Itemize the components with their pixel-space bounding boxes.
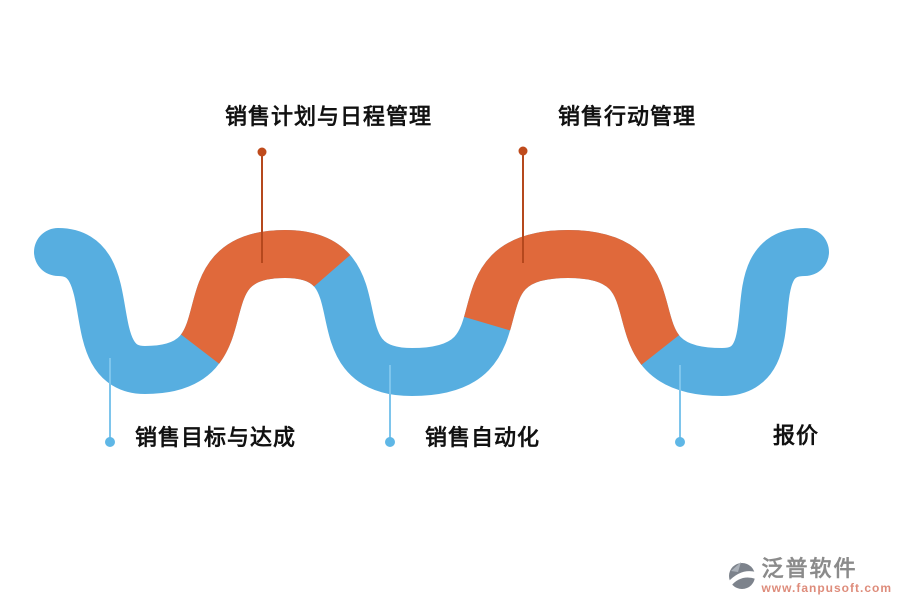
blue-leader-dot bbox=[675, 437, 685, 447]
fanpu-logo-icon bbox=[728, 562, 757, 589]
orange-leader-dot bbox=[518, 146, 528, 156]
brand-url: www.fanpusoft.com bbox=[761, 581, 892, 595]
brand-name: 泛普软件 bbox=[761, 556, 858, 581]
orange-leader-dot bbox=[257, 147, 267, 157]
brand-logo: 泛普软件 www.fanpusoft.com bbox=[726, 558, 892, 594]
step-label-sales-automation: 销售自动化 bbox=[425, 425, 541, 450]
step-label-sales-target: 销售目标与达成 bbox=[135, 425, 297, 450]
step-label-sales-plan-schedule: 销售计划与日程管理 bbox=[225, 104, 433, 129]
blue-leader-dot bbox=[105, 437, 115, 447]
wave-blue-track bbox=[34, 228, 829, 397]
step-label-quotation: 报价 bbox=[773, 423, 820, 448]
leader-lines bbox=[105, 146, 685, 447]
step-label-sales-action: 销售行动管理 bbox=[558, 104, 697, 129]
blue-leader-dot bbox=[385, 437, 395, 447]
